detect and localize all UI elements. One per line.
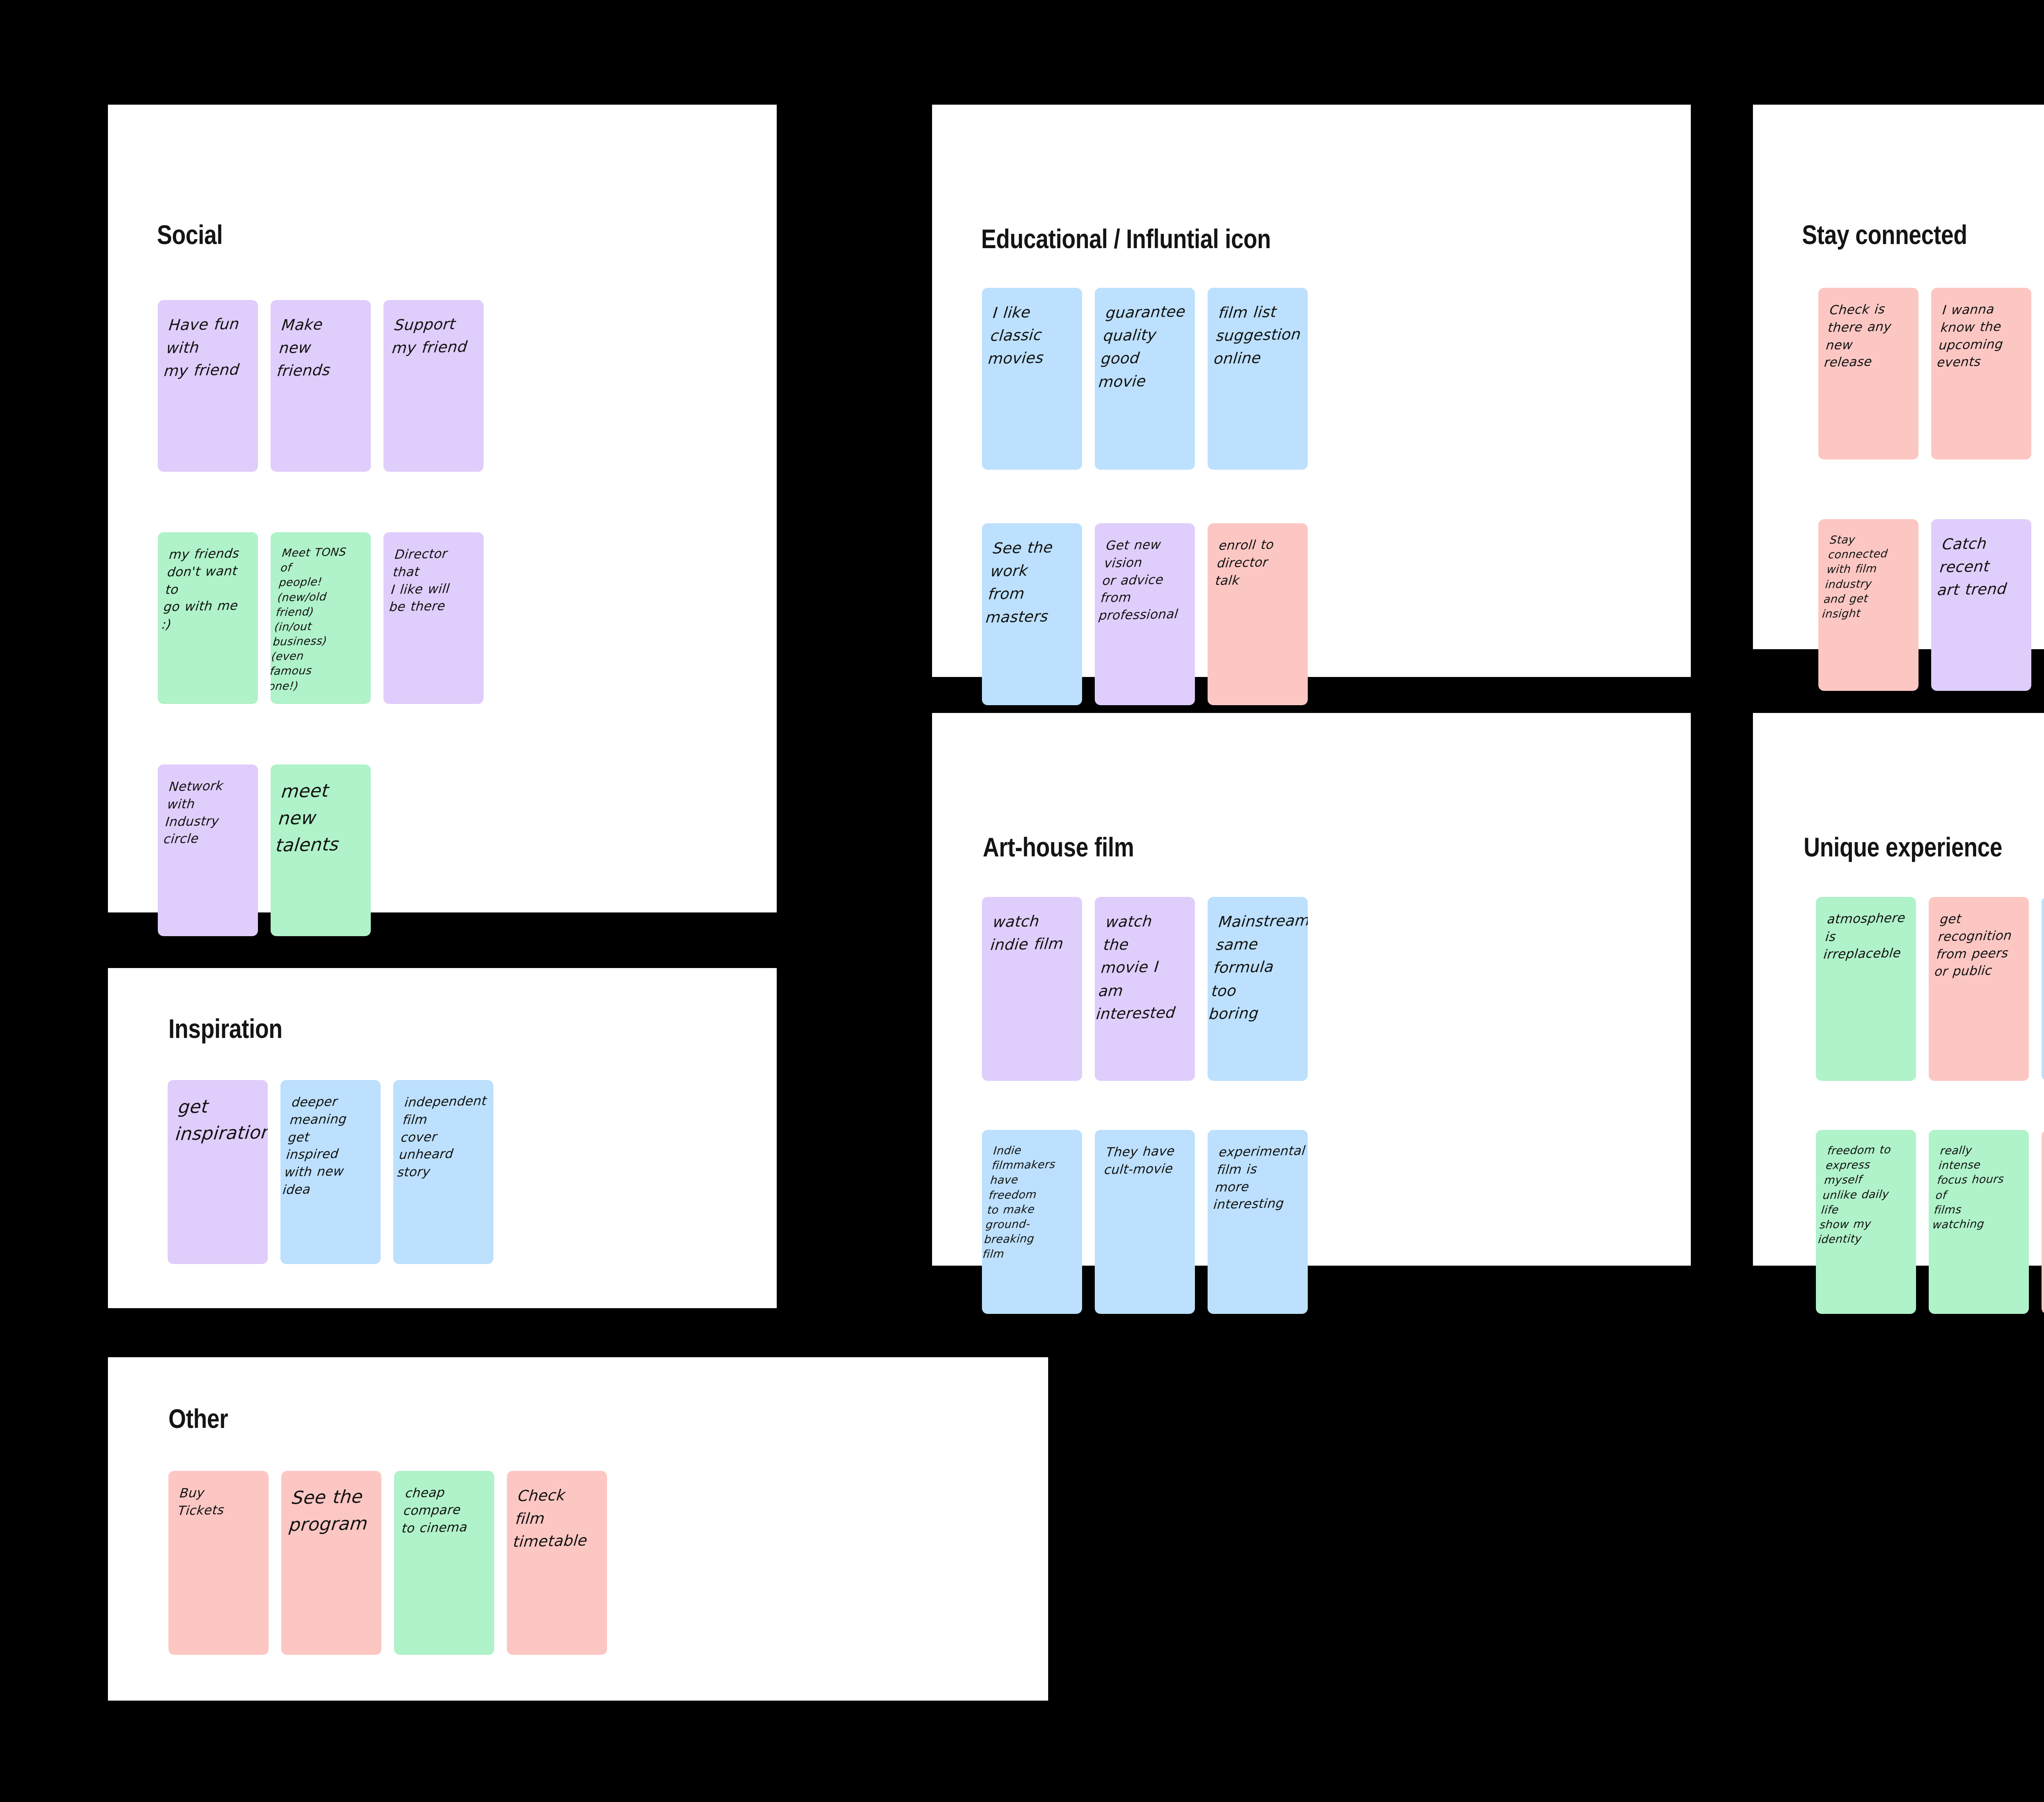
sticky-note-text: really intense focus hours of films watc… (1932, 1144, 2005, 1231)
sticky-note[interactable]: watch the movie I am interested (1095, 897, 1195, 1081)
sticky-note-text: enroll to director talk (1215, 537, 1275, 588)
sticky-note-text: get inspiration (175, 1096, 268, 1145)
sticky-note[interactable]: See the work from masters (982, 523, 1082, 705)
sticky-note[interactable]: Indie filmmakers have freedom to make gr… (982, 1130, 1082, 1314)
sticky-note[interactable]: I like classic movies (982, 288, 1082, 470)
sticky-note[interactable]: really intense focus hours of films watc… (1929, 1130, 2029, 1314)
panel-title-stay-connected: Stay connected (1802, 220, 1967, 250)
sticky-note[interactable]: try out thn I usua watch (2042, 1130, 2044, 1314)
sticky-note-text: cheap compare to cinema (401, 1485, 468, 1536)
sticky-note-text: Meet TONS of people! (new/old friend) (i… (271, 545, 347, 693)
sticky-note[interactable]: Meet TONS of people! (new/old friend) (i… (271, 532, 371, 704)
sticky-note-text: film list suggestion online (1213, 303, 1302, 368)
panel-educational: Educational / Influntial icon I like cla… (932, 105, 1691, 705)
sticky-note[interactable]: Have fun with my friend (158, 300, 258, 472)
sticky-note[interactable]: Check is there any new release (1818, 288, 1918, 459)
sticky-note-text: I like classic movies (987, 303, 1045, 368)
sticky-note[interactable]: cheap compare to cinema (394, 1471, 494, 1655)
sticky-note-text: Stay connected with film industry and ge… (1821, 533, 1889, 621)
sticky-note[interactable]: Get new vision or advice from profession… (1095, 523, 1195, 705)
sticky-note-text: Make new friends (276, 316, 332, 380)
sticky-note-text: watch indie film (990, 912, 1065, 954)
sticky-note[interactable]: Mainstream same formula too boring (1208, 897, 1308, 1081)
sticky-note-text: Network with Industry circle (163, 778, 224, 847)
sticky-note[interactable]: get recognition from peers or public (1929, 897, 2029, 1081)
sticky-note[interactable]: independent film cover unheard story (393, 1080, 493, 1264)
sticky-note[interactable]: deeper meaning get inspired with new ide… (280, 1080, 381, 1264)
sticky-note[interactable]: atmosphere is irreplaceble (1816, 897, 1916, 1081)
sticky-note[interactable]: film list suggestion online (1208, 288, 1308, 470)
sticky-note[interactable]: guarantee quality good movie (1095, 288, 1195, 470)
sticky-note[interactable]: Support my friend (383, 300, 484, 472)
sticky-note[interactable]: Sometime interact is non-v (2042, 897, 2044, 1081)
sticky-note[interactable]: Buy Tickets (168, 1471, 269, 1655)
sticky-note[interactable]: Make new friends (271, 300, 371, 472)
panel-stay-connected: Stay connected Check is there any new re… (1753, 105, 2044, 691)
sticky-note[interactable]: my friends don't want to go with me :) (158, 532, 258, 704)
sticky-note[interactable]: Network with Industry circle (158, 764, 258, 936)
sticky-note[interactable]: watch indie film (982, 897, 1082, 1081)
sticky-note-text: Check is there any new release (1823, 302, 1892, 370)
panel-title-educational: Educational / Influntial icon (981, 224, 1271, 254)
sticky-note-text: Indie filmmakers have freedom to make gr… (982, 1144, 1056, 1261)
sticky-note-text: atmosphere is irreplaceble (1823, 910, 1906, 962)
panel-title-social: Social (157, 220, 223, 250)
sticky-note-text: my friends don't want to go with me :) (161, 546, 240, 632)
sticky-note[interactable]: enroll to director talk (1208, 523, 1308, 705)
panel-other: Other Buy Tickets See the program cheap … (108, 1357, 1048, 1701)
panel-title-other: Other (168, 1403, 228, 1434)
sticky-note-text: Buy Tickets (177, 1485, 225, 1518)
panel-unique-experience: Unique experience atmosphere is irreplac… (1753, 713, 2044, 1314)
sticky-note-text: See the program (288, 1486, 369, 1535)
sticky-note[interactable]: experimental film is more interesting (1208, 1130, 1308, 1314)
sticky-note[interactable]: meet new talents (271, 764, 371, 936)
panel-art-house-film: Art-house film watch indie film watch th… (932, 713, 1691, 1314)
panel-title-art-house-film: Art-house film (983, 832, 1134, 862)
sticky-note[interactable]: Director that I like will be there (383, 532, 484, 704)
sticky-note[interactable]: I wanna know the upcoming events (1931, 288, 2031, 459)
sticky-note-text: Have fun with my friend (163, 315, 240, 380)
panel-title-unique-experience: Unique experience (1804, 832, 2002, 862)
sticky-note-text: watch the movie I am interested (1095, 912, 1177, 1023)
panel-inspiration: Inspiration get inspiration deeper meani… (108, 968, 777, 1308)
sticky-note-text: I wanna know the upcoming events (1936, 302, 2004, 370)
sticky-note[interactable]: They have cult-movie (1095, 1130, 1195, 1314)
sticky-note[interactable]: freedom to express myself unlike daily l… (1816, 1130, 1916, 1314)
sticky-note[interactable]: Stay connected with film industry and ge… (1818, 519, 1918, 691)
sticky-note-text: deeper meaning get inspired with new ide… (282, 1094, 348, 1197)
sticky-note-text: independent film cover unheard story (397, 1094, 488, 1180)
sticky-note-text: Support my friend (391, 315, 468, 357)
sticky-note-text: experimental film is more interesting (1213, 1143, 1307, 1213)
sticky-note[interactable]: get inspiration (168, 1080, 268, 1264)
sticky-note-text: They have cult-movie (1103, 1143, 1176, 1177)
sticky-note[interactable]: See the program (281, 1471, 381, 1655)
sticky-note[interactable]: Check film timetable (507, 1471, 607, 1655)
sticky-note-text: Catch recent art trend (1936, 534, 2008, 599)
sticky-note-text: Check film timetable (512, 1486, 589, 1551)
sticky-note-text: Get new vision or advice from profession… (1098, 537, 1179, 623)
sticky-note-text: get recognition from peers or public (1934, 911, 2013, 979)
sticky-note-text: Director that I like will be there (388, 546, 450, 615)
panel-title-inspiration: Inspiration (168, 1013, 282, 1044)
sticky-note-text: meet new talents (275, 780, 341, 856)
sticky-note[interactable]: Catch recent art trend (1931, 519, 2031, 691)
sticky-note-text: Mainstream same formula too boring (1208, 911, 1308, 1023)
panel-social: Social Have fun with my friend Make new … (108, 105, 777, 936)
sticky-note-text: See the work from masters (985, 538, 1054, 626)
sticky-note-text: freedom to express myself unlike daily l… (1818, 1143, 1892, 1246)
sticky-note-text: guarantee quality good movie (1098, 303, 1187, 391)
